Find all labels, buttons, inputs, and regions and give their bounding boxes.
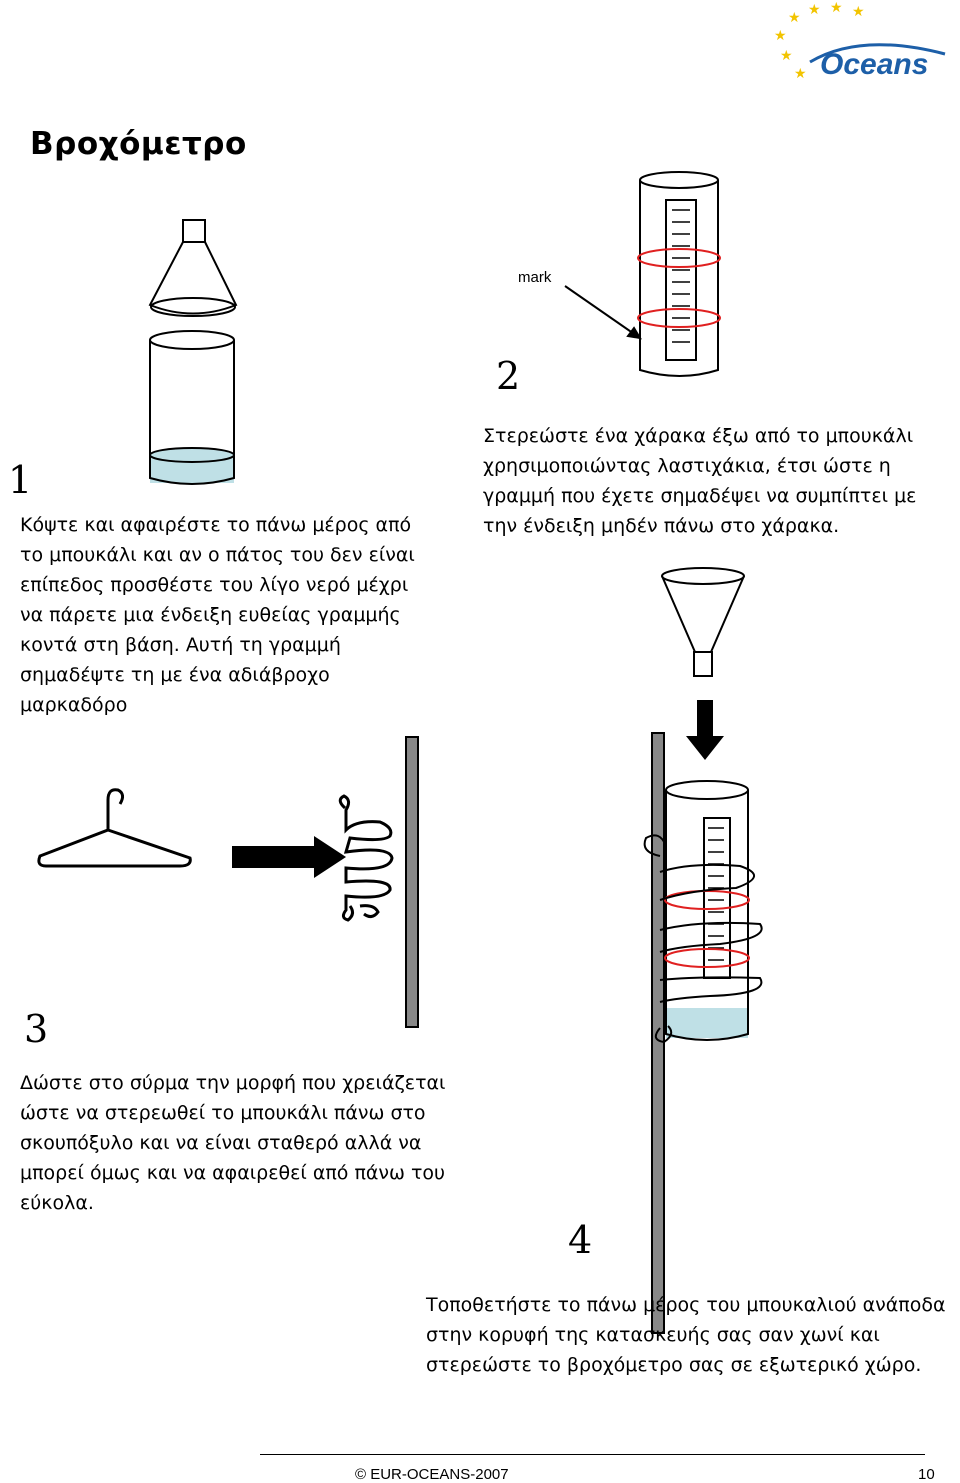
step-3-number: 3 [24, 1007, 49, 1051]
pole-assembled [651, 732, 665, 1334]
page-number: 10 [918, 1466, 935, 1483]
arrow-down-icon [686, 700, 724, 760]
step-3-text: Δώστε στο σύρμα την μορφή που χρειάζεται… [20, 1072, 446, 1214]
oceans-logo: ★ ★ ★ ★ ★ ★ ★ Oceans [770, 2, 960, 92]
step-1-text: Κόψτε και αφαιρέστε το πάνω μέρος από το… [20, 514, 415, 716]
svg-text:★: ★ [788, 10, 801, 26]
broomstick-pole [405, 736, 419, 1028]
step-4-text: Τοποθετήστε το πάνω μέρος του μπουκαλιού… [426, 1294, 946, 1376]
wire-coil-icon [338, 794, 394, 922]
funnel-icon [148, 219, 238, 317]
funnel-top-icon [661, 567, 745, 677]
step-1-number: 1 [8, 458, 33, 502]
svg-text:★: ★ [852, 4, 865, 20]
svg-text:★: ★ [794, 66, 807, 82]
logo-graphic: ★ ★ ★ ★ ★ ★ ★ Oceans [774, 2, 946, 82]
svg-text:★: ★ [780, 48, 793, 64]
footer-copyright: © EUR-OCEANS-2007 [355, 1466, 509, 1483]
bottle-with-ruler-step2 [564, 171, 721, 377]
svg-text:★: ★ [830, 2, 843, 16]
arrow-right-icon [232, 836, 346, 878]
logo-text: Oceans [820, 48, 928, 81]
assembled-bottle [643, 780, 763, 1044]
svg-text:★: ★ [808, 2, 821, 18]
bottle-step1 [149, 330, 235, 485]
svg-text:★: ★ [774, 28, 787, 44]
mark-label: mark [518, 269, 552, 286]
footer-rule [260, 1454, 925, 1455]
step-4-number: 4 [568, 1218, 593, 1262]
hanger-icon [37, 788, 192, 868]
step-2-number: 2 [496, 354, 521, 398]
step-2-text: Στερεώστε ένα χάρακα έξω από το μπουκάλι… [483, 425, 917, 537]
page-title: Βροχόμετρο [30, 126, 247, 162]
